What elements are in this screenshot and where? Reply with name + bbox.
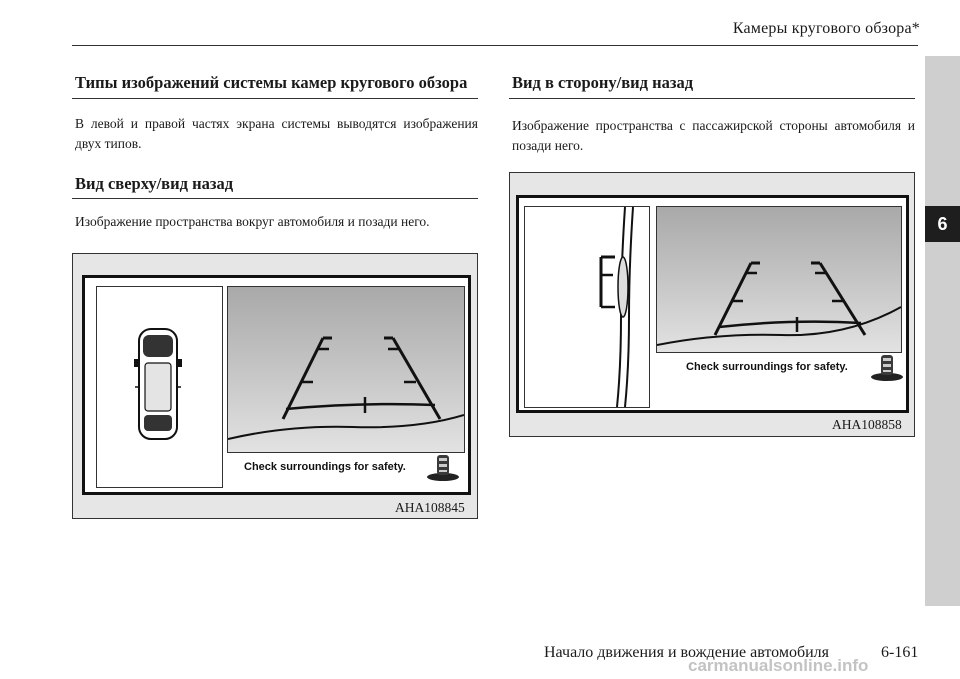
display-screen: Check surroundings for safety.	[82, 275, 471, 495]
top-view-panel	[96, 286, 223, 488]
section-heading-side-rear-view: Вид в сторону/вид назад	[512, 73, 694, 92]
safety-warning-message: Check surroundings for safety.	[244, 461, 406, 473]
header-divider	[72, 45, 918, 46]
top-rear-view-description: Изображение пространства вокруг автомоби…	[75, 214, 430, 229]
page-number: 6-161	[881, 644, 919, 661]
display-screen: Check surroundings for safety.	[516, 195, 909, 413]
sonar-sensor-icon	[427, 455, 459, 481]
section-heading-rule	[509, 98, 915, 99]
car-top-view-icon	[134, 328, 182, 440]
figure-side-rear-view: Check surroundings for safety. AHA108858	[509, 172, 915, 437]
footer-section-title: Начало движения и вождение автомобиля	[544, 644, 830, 661]
figure-code: AHA108845	[395, 500, 465, 515]
intro-paragraph: В левой и правой частях экрана системы в…	[75, 116, 478, 151]
safety-warning-message: Check surroundings for safety.	[686, 361, 848, 373]
rear-camera-view	[656, 206, 902, 353]
sub-heading-rule	[72, 198, 478, 199]
sub-heading-top-rear-view: Вид сверху/вид назад	[75, 174, 234, 193]
sonar-sensor-icon	[871, 355, 903, 381]
chapter-number-badge: 6	[925, 206, 960, 242]
watermark: carmanualsonline.info	[688, 656, 869, 675]
side-rear-view-description: Изображение пространства с пассажирской …	[512, 118, 915, 153]
figure-top-rear-view: Check surroundings for safety. AHA108845	[72, 253, 478, 519]
section-heading-rule	[72, 98, 478, 99]
section-heading-image-types: Типы изображений системы камер кругового…	[75, 73, 468, 92]
chapter-side-tab	[925, 56, 960, 606]
running-header: Камеры кругового обзора*	[732, 20, 920, 37]
rear-camera-view	[227, 286, 465, 453]
figure-code: AHA108858	[832, 417, 902, 432]
parking-guide-lines	[657, 261, 901, 346]
side-view-panel	[524, 206, 650, 408]
parking-guide-lines	[228, 336, 464, 440]
side-camera-view	[599, 206, 634, 408]
